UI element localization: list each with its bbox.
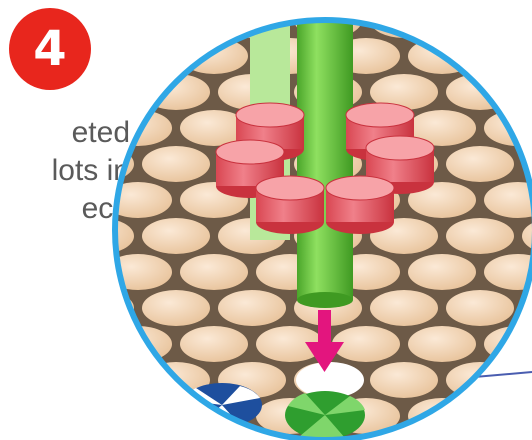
cell: [142, 2, 210, 38]
cell: [484, 38, 532, 74]
cell: [218, 290, 286, 326]
cell: [142, 290, 210, 326]
cell: [66, 218, 134, 254]
cell: [370, 362, 438, 398]
cell: [104, 398, 172, 434]
cell: [66, 362, 134, 398]
lens-content: [66, 0, 532, 440]
cell: [408, 254, 476, 290]
cell: [446, 290, 514, 326]
cell: [66, 74, 134, 110]
cell: [180, 254, 248, 290]
pin: [256, 176, 324, 234]
cell: [522, 362, 532, 398]
cell: [180, 326, 248, 362]
cell: [446, 2, 514, 38]
cell: [370, 290, 438, 326]
cell: [104, 38, 172, 74]
cell: [522, 2, 532, 38]
cell: [142, 218, 210, 254]
pin: [326, 176, 394, 234]
cell: [142, 146, 210, 182]
cell: [408, 326, 476, 362]
cell: [446, 218, 514, 254]
cell: [484, 398, 532, 434]
cell: [66, 2, 134, 38]
cell: [446, 146, 514, 182]
cell: [522, 74, 532, 110]
